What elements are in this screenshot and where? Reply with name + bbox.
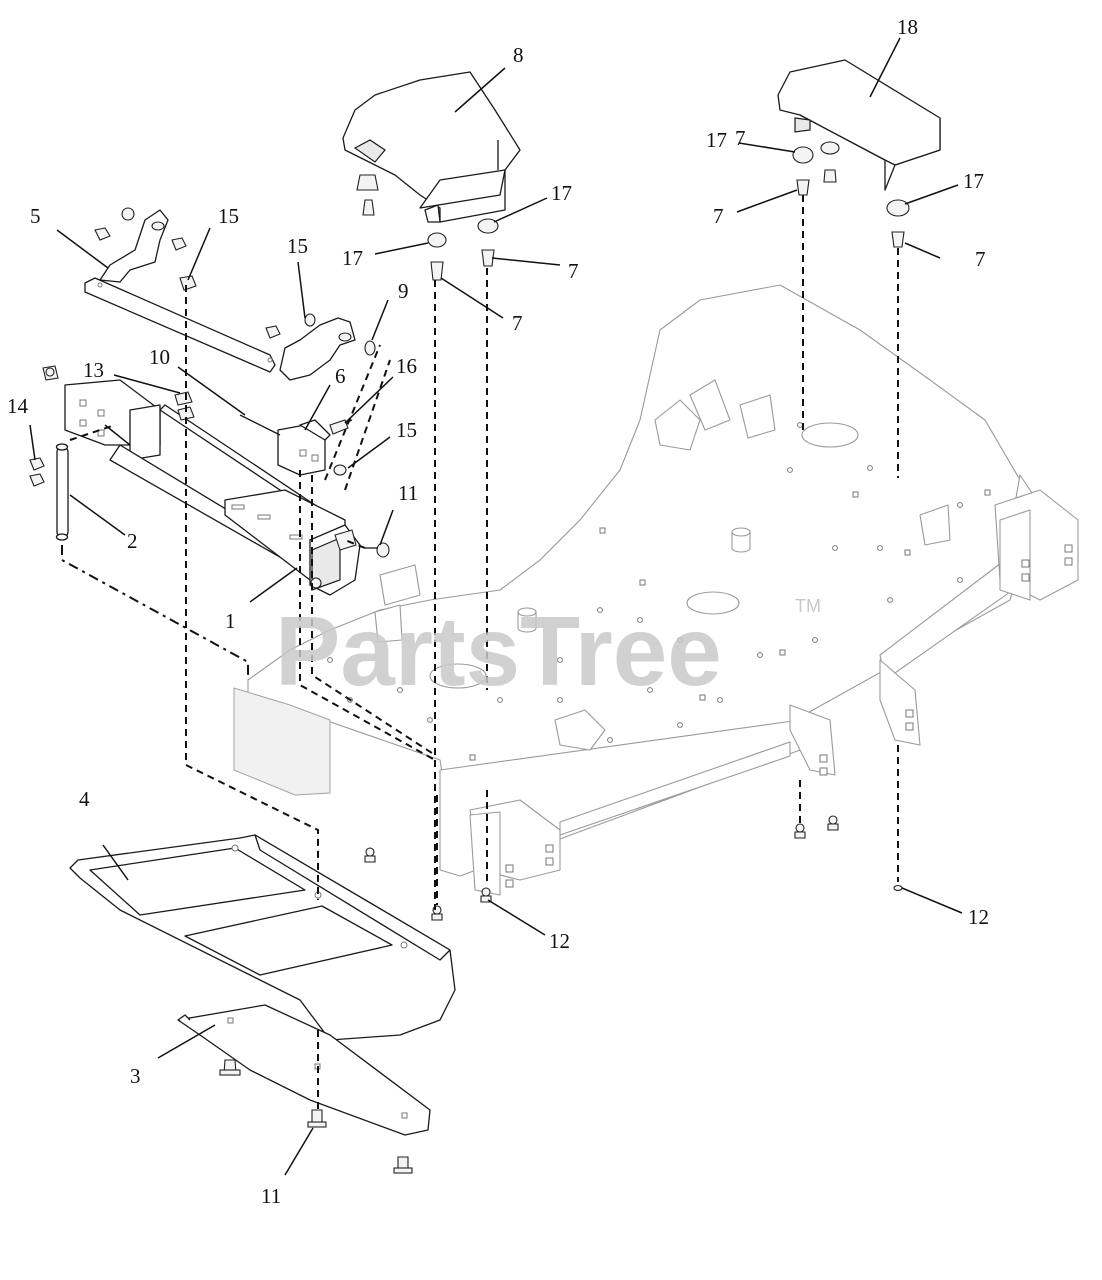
callout-3: 3: [130, 1064, 141, 1088]
belt-cover-left: [342, 71, 521, 223]
callout-6: 6: [335, 364, 346, 388]
mower-deck: [233, 284, 1079, 921]
callout-11-a: 11: [398, 481, 418, 505]
bumpers-and-screws: [427, 146, 910, 281]
callout-15-c: 15: [396, 418, 417, 442]
callout-7-d: 7: [512, 311, 523, 335]
callout-15-b: 15: [287, 234, 308, 258]
belt-cover-right: [777, 59, 941, 191]
footrest: [69, 834, 456, 1041]
watermark-brand: PartsTree: [275, 596, 722, 706]
callout-17-d: 17: [963, 169, 984, 193]
callout-2: 2: [127, 529, 138, 553]
callout-17-c: 17: [706, 128, 727, 152]
callout-7-c: 7: [568, 259, 579, 283]
leader-lines: [29, 37, 963, 1176]
callout-8: 8: [513, 43, 524, 67]
lower-bolts: [219, 1059, 413, 1174]
callout-15-a: 15: [218, 204, 239, 228]
watermark-trademark: TM: [795, 596, 821, 616]
callout-12-b: 12: [968, 905, 989, 929]
clips: [364, 340, 390, 558]
callout-7-e: 7: [735, 126, 746, 150]
nuts-14: [29, 457, 45, 487]
callout-17-a: 17: [551, 181, 572, 205]
callout-14: 14: [7, 394, 29, 418]
callout-5: 5: [30, 204, 41, 228]
callout-13: 13: [83, 358, 104, 382]
callout-17-b: 17: [342, 246, 363, 270]
pivot-bracket: [277, 419, 353, 476]
callout-9: 9: [398, 279, 409, 303]
callout-12-a: 12: [549, 929, 570, 953]
mount-bracket-upper: [84, 207, 356, 381]
callout-1: 1: [225, 609, 236, 633]
assembly-lines: [61, 195, 899, 1110]
flange-nuts: [179, 275, 316, 327]
watermark: PartsTree TM: [275, 596, 821, 706]
callout-11-b: 11: [261, 1184, 281, 1208]
callout-4: 4: [79, 787, 90, 811]
callout-16: 16: [396, 354, 417, 378]
hitch-frame: [42, 365, 361, 596]
callout-7-b: 7: [975, 247, 986, 271]
callout-10: 10: [149, 345, 170, 369]
callout-7-a: 7: [713, 204, 724, 228]
hitch-pin: [55, 443, 69, 541]
callout-18: 18: [897, 15, 918, 39]
pivot-rod: [239, 414, 281, 436]
callouts: 1 2 3 4 5 6 7 7 7 7 7 8 9 10 11 11 12 12…: [7, 15, 989, 1208]
